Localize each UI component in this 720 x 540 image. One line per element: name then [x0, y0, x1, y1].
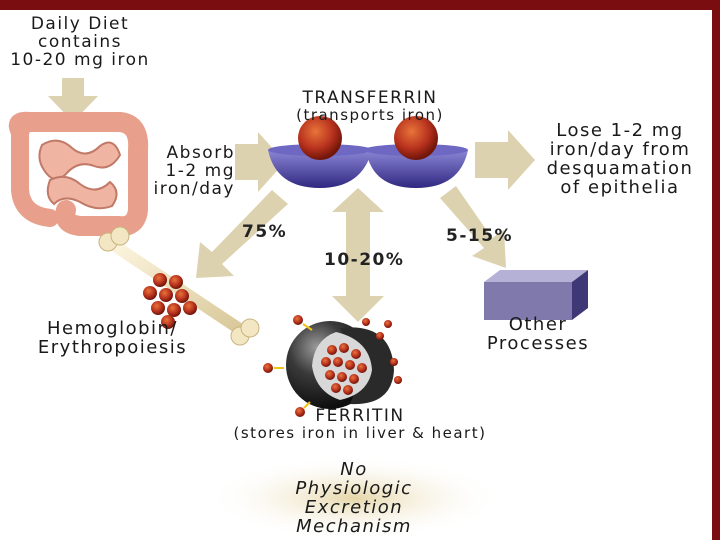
lose-line-2: iron/day from — [530, 141, 710, 160]
ferritin-percent: 10-20% — [324, 250, 404, 270]
diagram-frame: Daily Diet contains 10-20 mg iron Absorb… — [0, 10, 712, 540]
diet-label: Daily Diet contains 10-20 mg iron — [10, 16, 150, 70]
ferritin-subtitle: (stores iron in liver & heart) — [195, 426, 525, 442]
excretion-line-2: Physiologic — [254, 480, 454, 499]
absorb-line-3: iron/day — [140, 181, 235, 199]
transferrin-subtitle: (transports iron) — [270, 108, 470, 124]
absorb-line-2: 1-2 mg — [140, 163, 235, 181]
ferritin-sphere — [263, 315, 402, 417]
ferritin-label: FERRITIN (stores iron in liver & heart) — [195, 408, 525, 442]
transferrin-label: TRANSFERRIN (transports iron) — [270, 90, 470, 124]
excretion-label: No Physiologic Excretion Mechanism — [254, 461, 454, 537]
excretion-line-4: Mechanism — [254, 518, 454, 537]
hemoglobin-percent: 75% — [242, 222, 287, 242]
lose-line-3: desquamation — [530, 160, 710, 179]
other-percent: 5-15% — [446, 226, 513, 246]
other-processes-box — [484, 270, 588, 320]
other-line-2: Processes — [468, 335, 608, 354]
excretion-line-3: Excretion — [254, 499, 454, 518]
hemoglobin-label: Hemoglobin/ Erythropoiesis — [20, 320, 205, 358]
diet-line-2: contains — [10, 34, 150, 52]
lose-label: Lose 1-2 mg iron/day from desquamation o… — [530, 122, 710, 198]
lose-line-4: of epithelia — [530, 179, 710, 198]
transferrin-molecule — [268, 116, 468, 188]
absorb-label: Absorb 1-2 mg iron/day — [140, 145, 235, 199]
other-processes-label: Other Processes — [468, 316, 608, 354]
hemoglobin-line-2: Erythropoiesis — [20, 339, 205, 358]
intestine-illustration — [19, 122, 138, 227]
arrow-lose — [475, 130, 535, 190]
diet-line-3: 10-20 mg iron — [10, 52, 150, 70]
